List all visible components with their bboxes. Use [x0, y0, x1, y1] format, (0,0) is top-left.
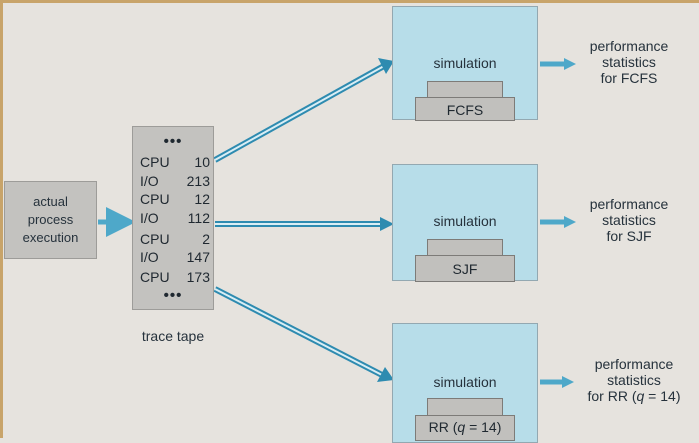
- trace-op: CPU: [140, 231, 170, 247]
- trace-row: I/O 112: [140, 210, 210, 228]
- actual-process-line-2: process: [27, 212, 74, 227]
- simulation-box-sjf: simulation SJF: [392, 164, 538, 282]
- stats-line: performance: [589, 196, 669, 212]
- trace-value: 10: [194, 154, 210, 170]
- trace-tape-top-dots: •••: [163, 133, 183, 150]
- performance-stats-fcfs: performance statistics for FCFS: [572, 38, 686, 86]
- stats-line: performance: [594, 356, 674, 372]
- actual-process-line-1: actual: [33, 194, 68, 209]
- arrow-tape-to-sjf: [215, 217, 394, 231]
- arrow-tape-to-fcfs: [213, 58, 394, 163]
- arrow-tape-to-rr: [213, 286, 394, 382]
- arrow-sjf-to-stats: [540, 216, 576, 228]
- trace-op: CPU: [140, 191, 170, 207]
- simulation-label: simulation: [433, 374, 497, 390]
- trace-value: 112: [187, 210, 210, 226]
- trace-value: 2: [202, 231, 210, 247]
- trace-value: 147: [186, 249, 210, 265]
- trace-tape-bottom-dots: •••: [163, 287, 183, 304]
- simulation-label: simulation: [433, 55, 497, 71]
- rr-quantum-var: q: [457, 419, 466, 435]
- trace-row: CPU 12: [140, 191, 210, 209]
- algorithm-fcfs-label: FCFS: [415, 97, 515, 121]
- trace-op: CPU: [140, 269, 170, 285]
- stats-line: for FCFS: [600, 70, 658, 86]
- algorithm-sjf-label: SJF: [415, 255, 515, 282]
- performance-stats-sjf: performance statistics for SJF: [572, 196, 686, 244]
- algorithm-rr-label: RR (q = 14): [415, 415, 515, 441]
- trace-row: CPU 173: [140, 269, 210, 287]
- trace-row: I/O 213: [140, 173, 210, 191]
- trace-tape-box: ••• CPU 10 I/O 213 CPU 12 I/O 112 CPU 2 …: [132, 126, 214, 310]
- trace-value: 12: [194, 191, 210, 207]
- trace-op: CPU: [140, 154, 170, 170]
- actual-process-execution-box: actual process execution: [4, 181, 97, 259]
- actual-process-line-3: execution: [22, 230, 79, 245]
- rr-prefix: RR (: [428, 419, 458, 435]
- stats-line-rr: for RR (q = 14): [572, 388, 696, 404]
- simulation-label: simulation: [433, 213, 497, 229]
- stats-line: statistics: [602, 54, 656, 70]
- stats-line: statistics: [602, 212, 656, 228]
- stats-rr-prefix: for RR (: [587, 388, 637, 404]
- trace-tape-caption: trace tape: [141, 328, 205, 344]
- simulation-box-fcfs: simulation FCFS: [392, 6, 538, 121]
- stats-line: performance: [589, 38, 669, 54]
- stats-line: for SJF: [606, 228, 652, 244]
- rr-suffix: = 14): [465, 419, 502, 435]
- trace-value: 213: [186, 173, 210, 189]
- trace-op: I/O: [140, 249, 159, 265]
- simulation-box-rr: simulation RR (q = 14): [392, 323, 538, 443]
- trace-row: CPU 10: [140, 154, 210, 172]
- trace-value: 173: [186, 269, 210, 285]
- trace-row: I/O 147: [140, 249, 210, 267]
- arrow-fcfs-to-stats: [540, 58, 576, 70]
- trace-op: I/O: [140, 210, 159, 226]
- stats-rr-suffix: = 14): [644, 388, 681, 404]
- stats-line: statistics: [607, 372, 661, 388]
- arrow-rr-to-stats: [540, 376, 574, 388]
- stats-rr-var: q: [636, 388, 645, 404]
- trace-row: CPU 2: [140, 231, 210, 249]
- trace-op: I/O: [140, 173, 159, 189]
- performance-stats-rr: performance statistics for RR (q = 14): [572, 356, 696, 404]
